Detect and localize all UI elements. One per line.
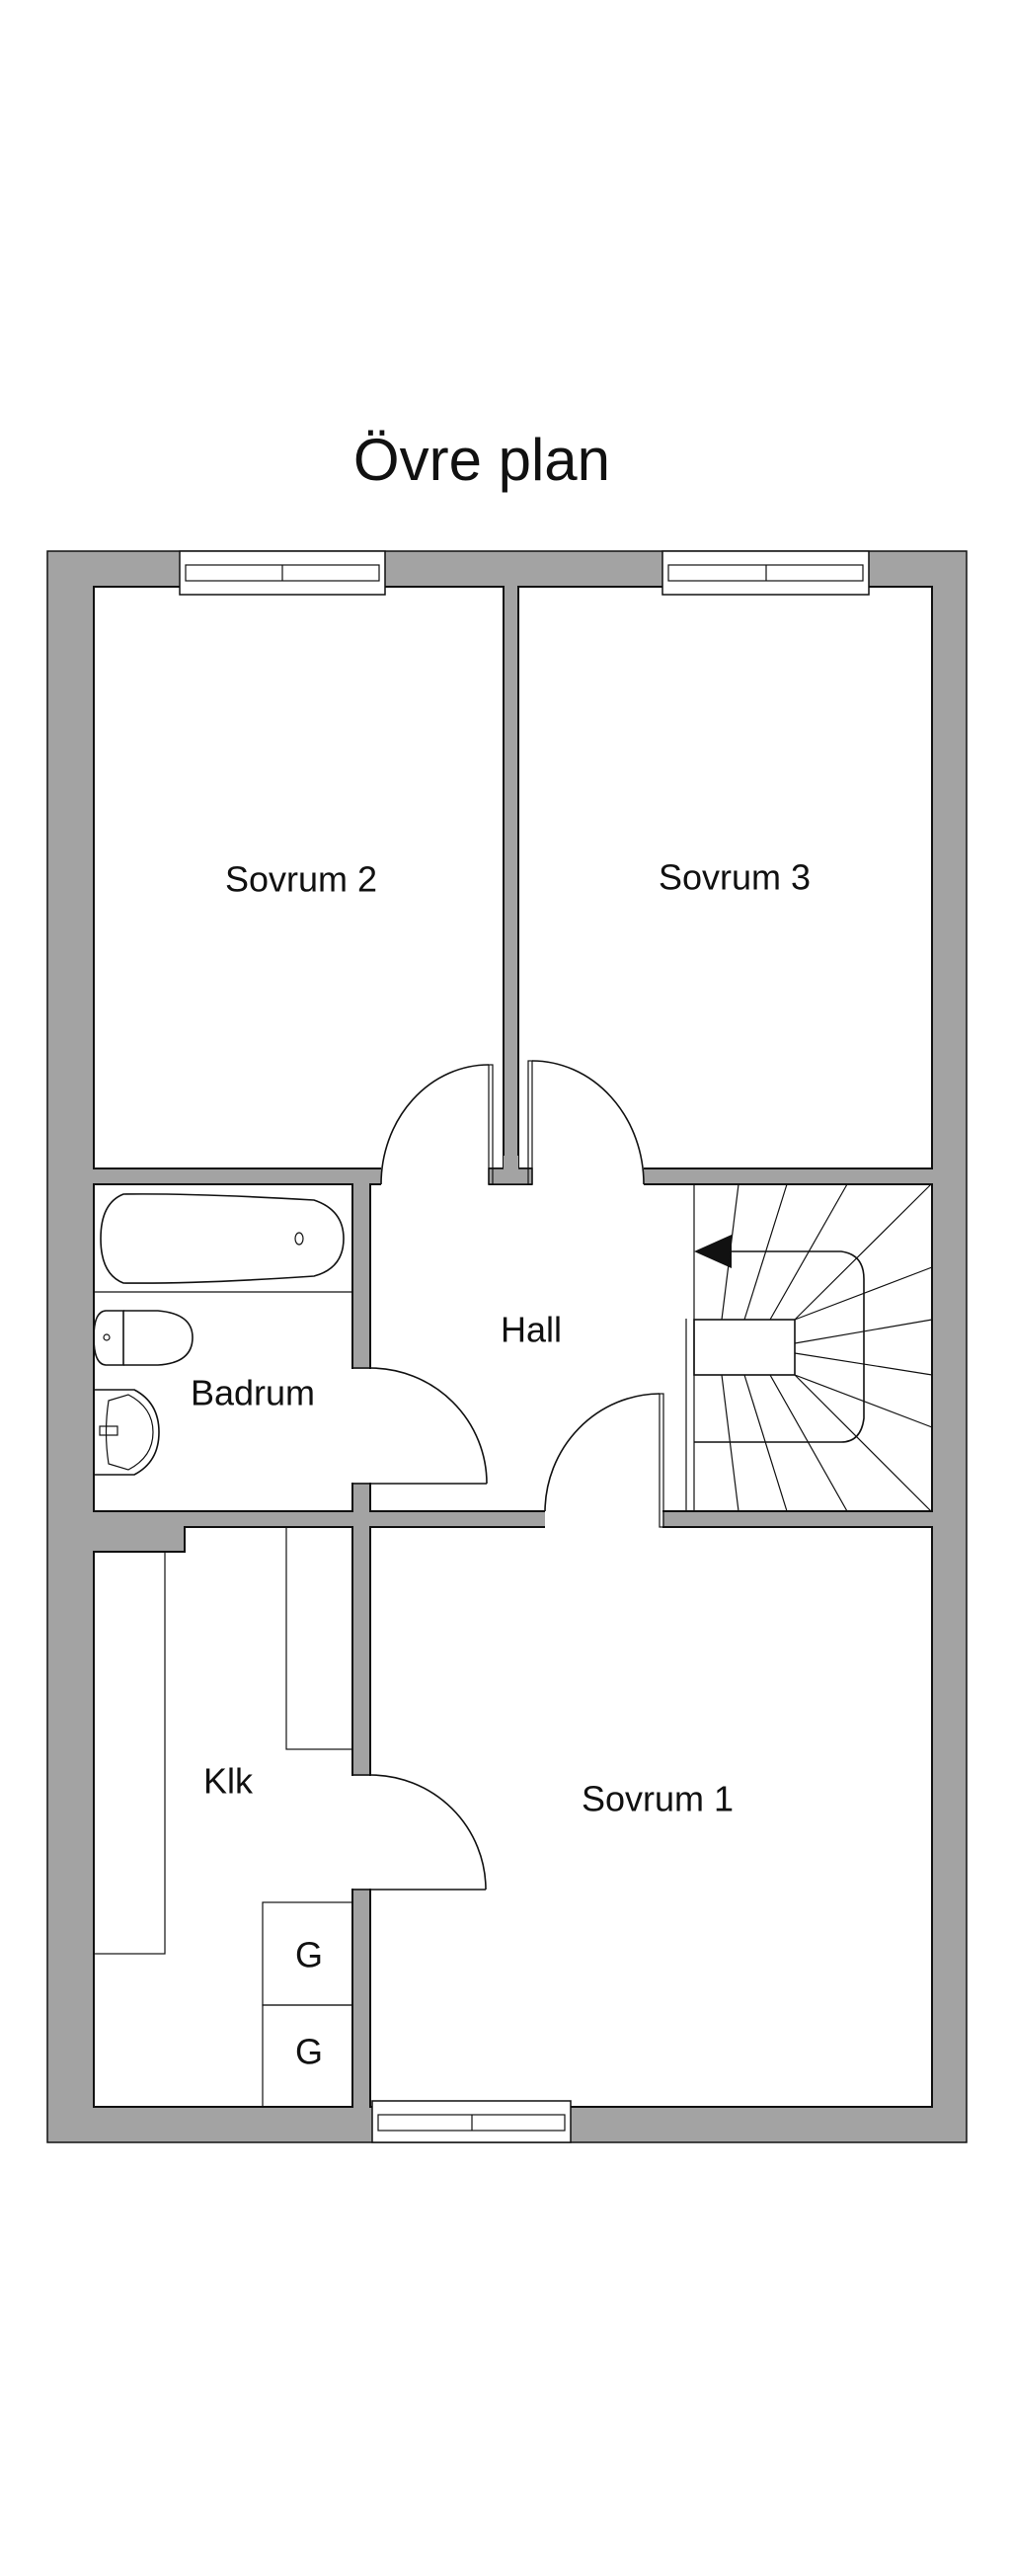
room-label-badrum: Badrum [191, 1373, 315, 1413]
counter [93, 1551, 166, 1955]
appliance-label-g: G [295, 1935, 323, 1975]
door-sovrum-1[interactable] [544, 1393, 664, 1528]
room-sovrum-1 [369, 1526, 933, 2108]
window [179, 550, 386, 596]
appliance-box [262, 2004, 353, 2108]
room-label-sovrum-1: Sovrum 1 [582, 1779, 734, 1819]
toilet [93, 1310, 194, 1366]
room-label-hall: Hall [501, 1310, 562, 1350]
door-sovrum-3[interactable] [527, 1060, 645, 1185]
room-badrum [93, 1183, 353, 1512]
room-label-sovrum-2: Sovrum 2 [225, 859, 377, 900]
plan-title: Övre plan [353, 427, 610, 493]
room-sovrum-2 [93, 586, 505, 1169]
door-klk[interactable] [352, 1774, 487, 1891]
door-sovrum-2[interactable] [380, 1064, 494, 1185]
room-hall [369, 1183, 933, 1512]
wardrobe [285, 1526, 353, 1750]
room-klk [93, 1526, 353, 2108]
wall-stub [488, 1167, 533, 1185]
sink [94, 1389, 160, 1476]
staircase [685, 1183, 933, 1512]
drain-icon [294, 1232, 304, 1246]
door-badrum[interactable] [352, 1367, 488, 1485]
bathtub [100, 1193, 345, 1284]
wall-stub [504, 1156, 518, 1169]
appliance-label-g: G [295, 2032, 323, 2072]
stair-direction-arrow-icon [694, 1235, 732, 1268]
room-label-sovrum-3: Sovrum 3 [659, 857, 811, 898]
room-label-klk: Klk [203, 1761, 254, 1802]
window [371, 2100, 572, 2143]
window [661, 550, 870, 596]
